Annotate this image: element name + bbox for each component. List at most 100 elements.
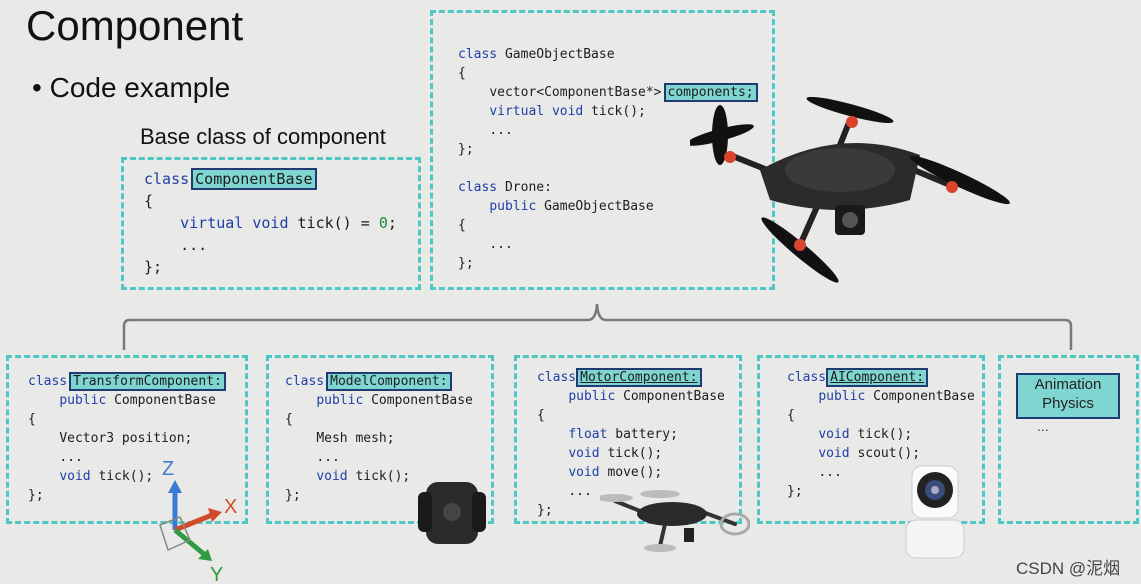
code-keyword: public <box>818 389 866 404</box>
code-line: }; <box>285 488 301 503</box>
code-line: ... <box>59 450 83 465</box>
drone-model-image <box>418 482 486 544</box>
code-line: }; <box>787 484 803 499</box>
code-line: { <box>458 66 466 81</box>
code-keyword: class <box>537 370 577 385</box>
code-line: Drone: <box>497 180 552 195</box>
base-class-label: Base class of component <box>140 124 386 149</box>
axis-z-label: Z <box>162 458 174 480</box>
code-keyword: class <box>787 370 827 385</box>
code-line: ; <box>387 214 397 232</box>
code-line: tick(); <box>599 446 663 461</box>
code-keyword: void <box>252 214 289 232</box>
code-line: ComponentBase <box>615 389 725 404</box>
xyz-axes-image: Z X Y <box>159 458 237 584</box>
code-line: ... <box>489 237 513 252</box>
code-keyword: float <box>568 427 608 442</box>
code-keyword: void <box>818 427 850 442</box>
components-highlight: components; <box>663 83 758 102</box>
other-components-box: Animation Physics ... <box>998 355 1139 524</box>
code-line: { <box>787 408 795 423</box>
code-line: { <box>458 218 466 233</box>
code-line: Mesh mesh; <box>316 431 395 446</box>
camera-image <box>905 465 965 559</box>
animation-label: Animation <box>1034 376 1102 393</box>
code-line: }; <box>537 503 553 518</box>
code-line: ... <box>489 123 513 138</box>
code-line: ... <box>180 236 208 254</box>
code-keyword: public <box>59 393 107 408</box>
watermark: CSDN @泥烟 <box>1016 559 1121 578</box>
slide-title: Component <box>26 2 244 49</box>
code-line: ComponentBase <box>106 393 216 408</box>
transformcomponent-highlight: TransformComponent: <box>69 372 226 391</box>
code-keyword: class <box>144 170 190 188</box>
code-keyword: void <box>568 465 600 480</box>
modelcomponent-highlight: ModelComponent: <box>326 372 452 391</box>
bullet-code-example: • Code example <box>32 72 231 103</box>
code-line: Vector3 position; <box>59 431 193 446</box>
code-line: battery; <box>607 427 678 442</box>
code-line: GameObjectBase <box>536 199 654 214</box>
code-keyword: void <box>568 446 600 461</box>
axis-x-label: X <box>224 496 237 518</box>
code-line: { <box>144 192 154 210</box>
code-keyword: class <box>458 47 498 62</box>
code-line: ... <box>818 465 842 480</box>
code-line: scout(); <box>849 446 921 461</box>
more-components-ellipsis: ... <box>1037 418 1049 434</box>
drone-motor-image <box>600 490 750 552</box>
code-line: ... <box>568 484 592 499</box>
animation-physics-highlight: Animation Physics <box>1016 373 1120 419</box>
code-keyword: public <box>316 393 364 408</box>
code-keyword: virtual <box>180 214 244 232</box>
motorcomponent-highlight: MotorComponent: <box>576 368 702 387</box>
componentbase-highlight: ComponentBase <box>191 168 317 190</box>
code-keyword: public <box>489 199 537 214</box>
code-line: { <box>285 412 293 427</box>
code-line: { <box>28 412 36 427</box>
code-keyword: void <box>59 469 91 484</box>
code-keyword: class <box>285 374 325 389</box>
code-keyword: class <box>458 180 498 195</box>
code-line: ... <box>316 450 340 465</box>
drone-image <box>690 96 1010 283</box>
code-keyword: void <box>316 469 348 484</box>
code-line: ComponentBase <box>363 393 473 408</box>
axis-y-label: Y <box>210 564 223 584</box>
code-line: vector<ComponentBase*> <box>489 85 662 100</box>
code-line: }; <box>458 256 474 271</box>
code-keyword: void <box>551 104 584 119</box>
aicomponent-highlight: AIComponent: <box>826 368 929 387</box>
gameobject-code: class GameObjectBase { vector<ComponentB… <box>458 45 758 273</box>
code-line: GameObjectBase <box>497 47 615 62</box>
code-number: 0 <box>378 214 388 232</box>
code-line: tick(); <box>347 469 411 484</box>
code-line: }; <box>28 488 44 503</box>
code-keyword: public <box>568 389 616 404</box>
code-keyword: virtual <box>489 104 545 119</box>
bullet-text: Code example <box>49 72 231 103</box>
code-line: ComponentBase <box>865 389 975 404</box>
code-line: }; <box>144 258 163 276</box>
code-line: tick(); <box>583 104 646 119</box>
code-line: tick(); <box>90 469 154 484</box>
code-keyword: void <box>818 446 850 461</box>
code-keyword: class <box>28 374 68 389</box>
code-line: { <box>537 408 545 423</box>
code-line: tick(); <box>849 427 913 442</box>
physics-label: Physics <box>1042 395 1094 412</box>
code-line: }; <box>458 142 474 157</box>
code-line: move(); <box>599 465 663 480</box>
code-line: tick() = <box>297 214 379 232</box>
